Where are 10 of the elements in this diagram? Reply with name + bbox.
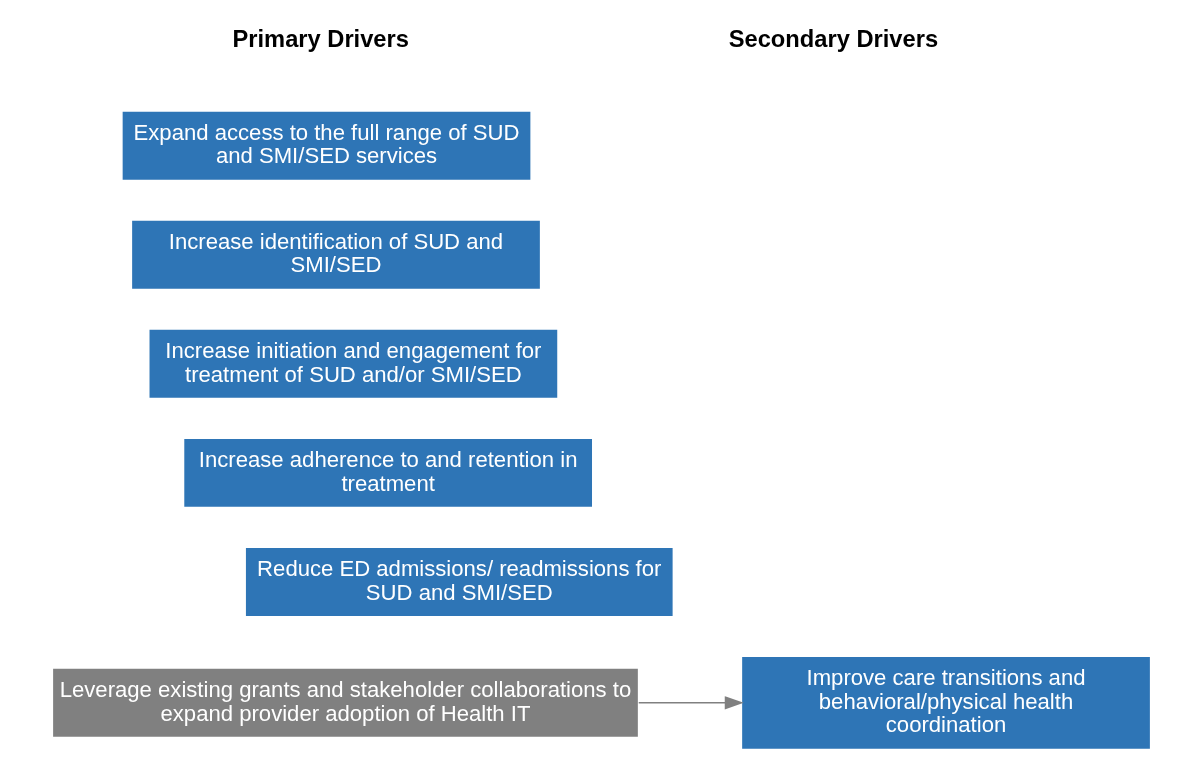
- node-box: Reduce ED admissions/ readmissions for SUD and SMI/SED: [243, 546, 674, 618]
- node-box: Increase initiation and engagement for treatment of SUD and/or SMI/SED: [147, 328, 559, 400]
- node-box: Increase adherence to and retention in treatment: [182, 437, 594, 509]
- node-box: Expand access to the full range of SUD and SMI/SED services: [120, 110, 532, 182]
- label: Primary Drivers: [231, 25, 409, 52]
- node-box: Leverage existing grants and stakeholder collaborations to expand provider adoption of Health IT: [51, 667, 639, 739]
- label: Secondary Drivers: [728, 25, 938, 52]
- arrow: [637, 696, 744, 710]
- node-box: Increase identification of SUD and SMI/SED: [130, 219, 541, 291]
- node-box: Improve care transitions and behavioral/physical health coordination: [740, 655, 1151, 751]
